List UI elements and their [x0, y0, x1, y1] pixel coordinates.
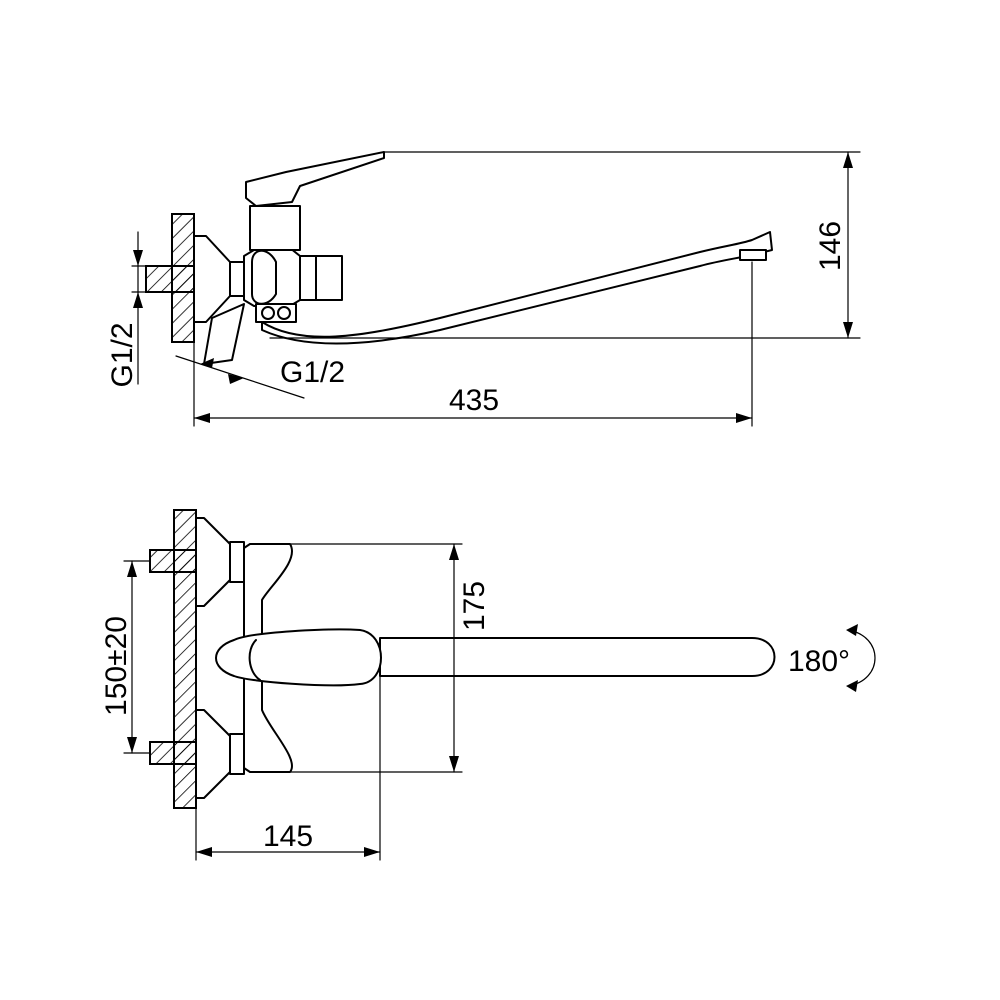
dim-150: 150±20 [100, 560, 151, 754]
dim-175-label: 175 [458, 581, 491, 631]
spout-plan [379, 637, 776, 677]
diverter-knob [299, 255, 343, 301]
aerator [739, 249, 767, 261]
spout-side [261, 231, 773, 345]
escutcheon-top [193, 235, 231, 323]
dim-145: 145 [195, 675, 381, 861]
cartridge-housing [249, 205, 301, 251]
dim-146-label: 146 [814, 221, 847, 271]
dim-435: 435 [193, 261, 753, 427]
nut-lower [229, 733, 245, 775]
dim-175: 175 [289, 543, 491, 773]
hex-nut-top [229, 261, 245, 297]
dim-g12-angled: G1/2 [175, 355, 345, 399]
escutcheon-lower [195, 709, 231, 799]
angled-connector [203, 303, 245, 365]
dim-g12-vertical: G1/2 [106, 231, 147, 388]
top-view: 175 150±20 145 180° [100, 509, 876, 861]
wall-section-bottom [173, 509, 197, 809]
side-view: 146 435 G1/2 G1/2 [106, 151, 861, 427]
inlet-pipe-upper [149, 549, 197, 573]
dim-150-label: 150±20 [100, 616, 133, 716]
mixer-body-plan [243, 543, 293, 773]
inlet-pipe-lower [149, 741, 197, 765]
swivel-indicator: 180° [788, 624, 876, 692]
dim-145-label: 145 [263, 820, 313, 853]
dim-146: 146 [269, 151, 861, 339]
dim-g12-vertical-label: G1/2 [106, 322, 139, 387]
spout-swivel-ring [255, 303, 297, 323]
handle-lever-side [245, 151, 385, 207]
nut-upper [229, 541, 245, 583]
swivel-angle-label: 180° [788, 645, 850, 678]
dim-g12-angled-label: G1/2 [280, 356, 345, 389]
dim-435-label: 435 [449, 384, 499, 417]
handle-lever-plan [215, 628, 382, 687]
escutcheon-upper [195, 517, 231, 607]
